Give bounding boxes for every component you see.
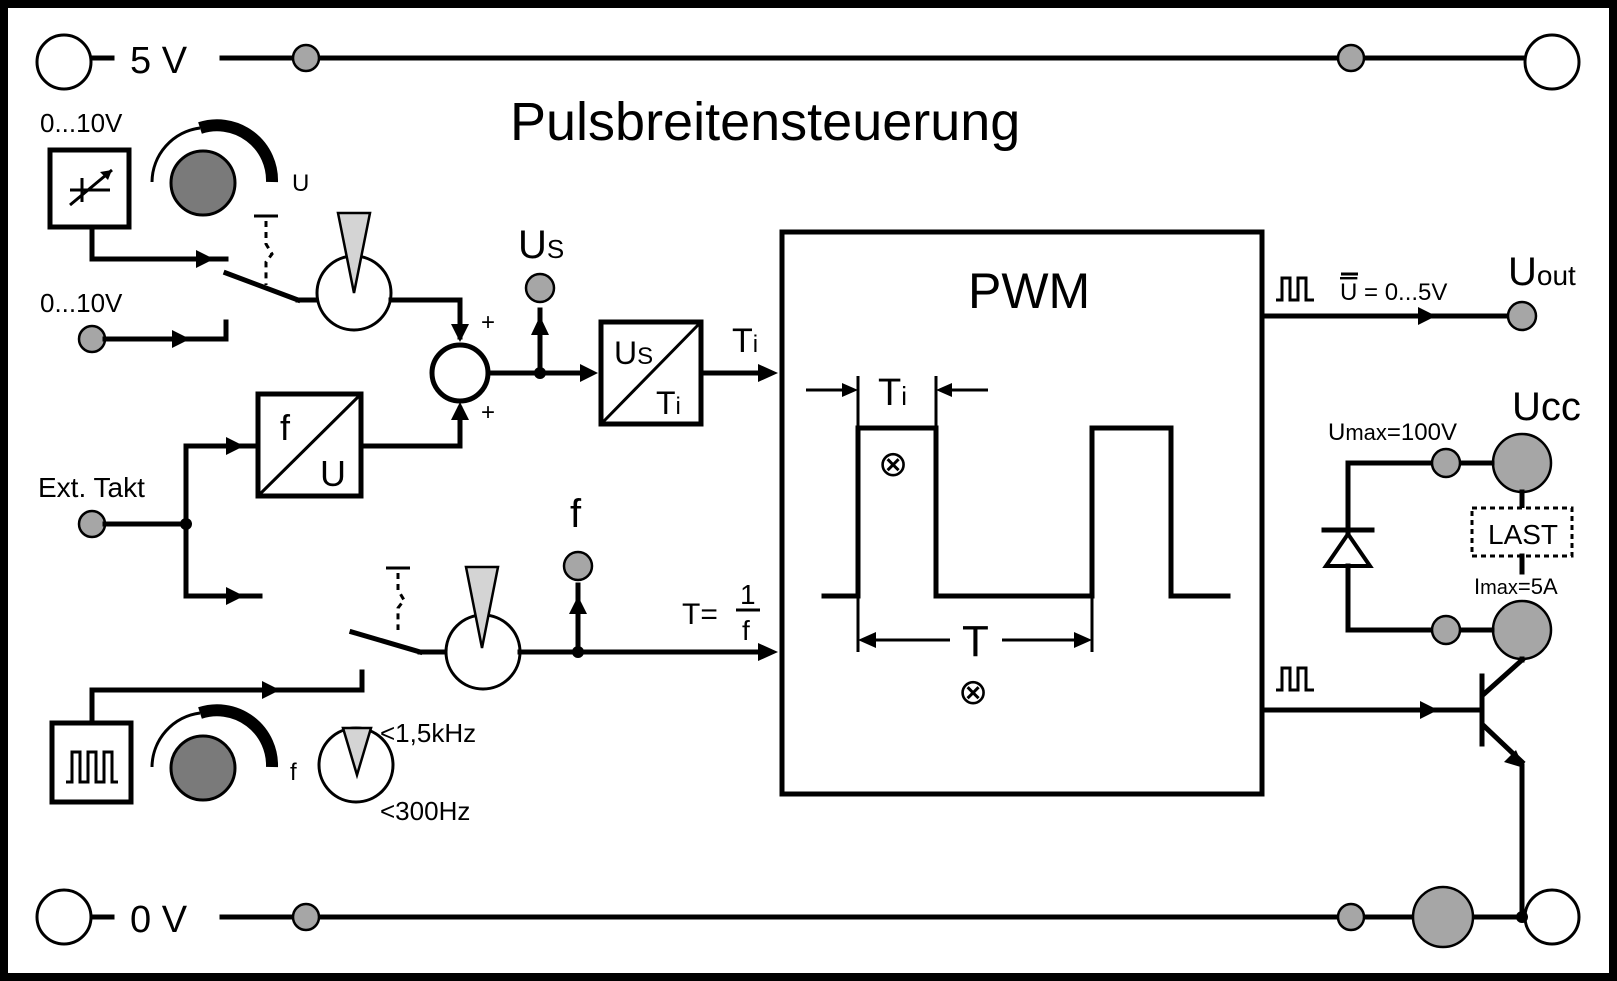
f-to-u-top: f <box>280 407 291 448</box>
ti-input-label: Ti <box>732 322 758 360</box>
knob-f-arc-thick <box>198 704 279 768</box>
t-eq-label: T= <box>682 598 718 631</box>
knob-f-label: f <box>290 759 297 786</box>
range-low-label: <300Hz <box>380 796 470 826</box>
pwm-ti-adjust-icon[interactable]: ⊗ <box>878 443 908 484</box>
transistor-icon <box>1479 656 1526 768</box>
imax-label: Imax=5A <box>1474 574 1558 599</box>
ext-takt-jack[interactable] <box>77 509 107 539</box>
f-to-u-bottom: U <box>320 453 346 494</box>
range-high-label: <1,5kHz <box>380 718 476 748</box>
pulse-generator-box <box>49 720 134 805</box>
bottom-left-terminal[interactable] <box>35 888 93 946</box>
voltage-range-label-2: 0...10V <box>40 288 123 318</box>
pwm-waveform <box>821 425 1231 599</box>
t-denominator: f <box>742 615 750 646</box>
top-left-terminal[interactable] <box>35 33 93 91</box>
bottom-right-terminal[interactable] <box>1523 888 1581 946</box>
bottom-rail-jack-left[interactable] <box>291 902 321 932</box>
pwm-period-adjust-icon[interactable]: ⊗ <box>958 671 988 712</box>
pwm-period-label: T <box>962 617 989 666</box>
bottom-rail: 0 V <box>35 885 1581 949</box>
range-switch-pointer <box>341 726 373 780</box>
summing-junction <box>429 342 491 404</box>
knob-u-arc-thin <box>150 126 201 183</box>
knob-f[interactable] <box>169 734 237 802</box>
knob-u[interactable] <box>169 149 237 217</box>
t-numerator: 1 <box>740 579 756 610</box>
ucc-small-jack[interactable] <box>1430 447 1462 479</box>
collector-small-jack[interactable] <box>1430 614 1462 646</box>
umax-label: Umax=100V <box>1328 419 1457 446</box>
uout-jack[interactable] <box>1506 300 1538 332</box>
f-trim-pointer <box>464 565 500 649</box>
top-rail: 5 V <box>35 33 1581 91</box>
pwm-block <box>779 229 1265 797</box>
last-load-box <box>1470 506 1574 558</box>
last-label: LAST <box>1488 519 1558 550</box>
bottom-rail-jack-right[interactable] <box>1336 902 1366 932</box>
f-label: f <box>570 492 582 536</box>
square-wave-icon <box>66 750 118 784</box>
us-trim-pointer <box>336 211 372 294</box>
uout-label: Uout <box>1508 250 1576 294</box>
collector-jack[interactable] <box>1491 599 1553 661</box>
page-title: Pulsbreitensteuerung <box>510 92 1020 152</box>
mean-output-wave-icon <box>1276 276 1314 302</box>
ext-takt-label: Ext. Takt <box>38 472 145 503</box>
bottom-rail-big-jack[interactable] <box>1411 885 1475 949</box>
knob-u-arc-thick <box>198 119 279 183</box>
transistor-wave-icon <box>1276 666 1314 692</box>
ucc-jack[interactable] <box>1491 432 1553 494</box>
us-to-ti-top: US <box>614 335 653 371</box>
ucc-label: Ucc <box>1512 385 1581 429</box>
top-rail-label: 5 V <box>130 40 188 82</box>
pwm-title: PWM <box>968 263 1090 319</box>
knob-f-arc-thin <box>150 711 201 768</box>
plus-top-label: + <box>481 309 495 336</box>
top-right-terminal[interactable] <box>1523 33 1581 91</box>
f-measure-jack[interactable] <box>562 550 594 582</box>
top-rail-jack-left[interactable] <box>291 43 321 73</box>
mean-voltage-label: U = 0...5V <box>1340 279 1447 306</box>
voltage-input-jack[interactable] <box>77 324 107 354</box>
top-rail-jack-right[interactable] <box>1336 43 1366 73</box>
variable-resistor-icon <box>69 168 113 207</box>
voltage-range-label-1: 0...10V <box>40 108 123 138</box>
bottom-rail-label: 0 V <box>130 899 188 941</box>
pwm-ti-label: Ti <box>878 372 907 414</box>
us-label: US <box>518 223 564 267</box>
us-measure-jack[interactable] <box>524 272 556 304</box>
plus-bottom-label: + <box>481 399 495 426</box>
knob-u-label: U <box>292 170 309 197</box>
us-to-ti-bottom: Ti <box>656 385 681 421</box>
